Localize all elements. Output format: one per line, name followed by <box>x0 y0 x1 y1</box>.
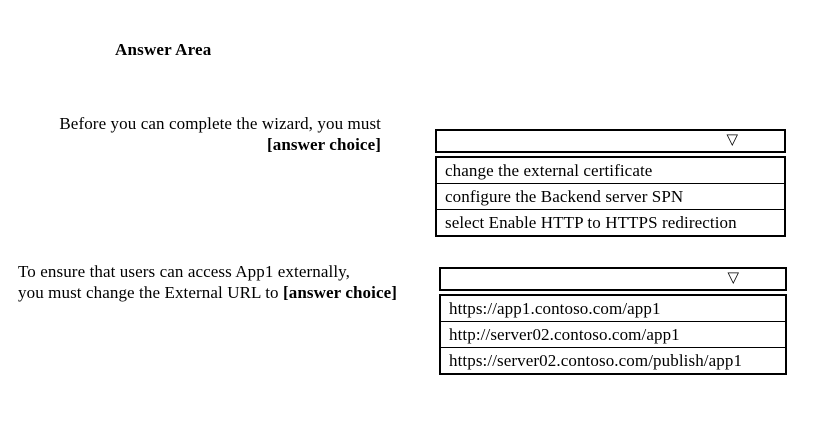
question-2: To ensure that users can access App1 ext… <box>18 261 448 303</box>
dropdown-1-option-2[interactable]: configure the Backend server SPN <box>437 183 784 209</box>
question-2-line-2-text: you must change the External URL to <box>18 283 283 302</box>
question-1-line-1: Before you can complete the wizard, you … <box>59 114 381 133</box>
dropdown-2-option-2[interactable]: http://server02.contoso.com/app1 <box>441 321 785 347</box>
question-2-answer-placeholder: [answer choice] <box>283 283 398 302</box>
dropdown-1-option-3[interactable]: select Enable HTTP to HTTPS redirection <box>437 209 784 235</box>
question-2-line-1: To ensure that users can access App1 ext… <box>18 262 350 281</box>
answer-area-title: Answer Area <box>115 40 212 59</box>
dropdown-1-header[interactable]: ▽ <box>435 129 786 153</box>
dropdown-2-header[interactable]: ▽ <box>439 267 787 291</box>
question-1-answer-placeholder: [answer choice] <box>266 135 381 154</box>
dropdown-1-options: change the external certificate configur… <box>435 156 786 237</box>
dropdown-2-option-1[interactable]: https://app1.contoso.com/app1 <box>449 299 661 318</box>
dropdown-2-option-3[interactable]: https://server02.contoso.com/publish/app… <box>441 347 785 373</box>
question-1: Before you can complete the wizard, you … <box>25 113 381 155</box>
question-2-line-2: you must change the External URL to [ans… <box>18 282 448 303</box>
dropdown-2-arrow-icon: ▽ <box>727 270 739 287</box>
dropdown-2-options: https://app1.contoso.com/app1 http://ser… <box>439 294 787 375</box>
dropdown-1-arrow-icon: ▽ <box>726 132 738 149</box>
dropdown-1-option-1[interactable]: change the external certificate <box>445 161 653 180</box>
